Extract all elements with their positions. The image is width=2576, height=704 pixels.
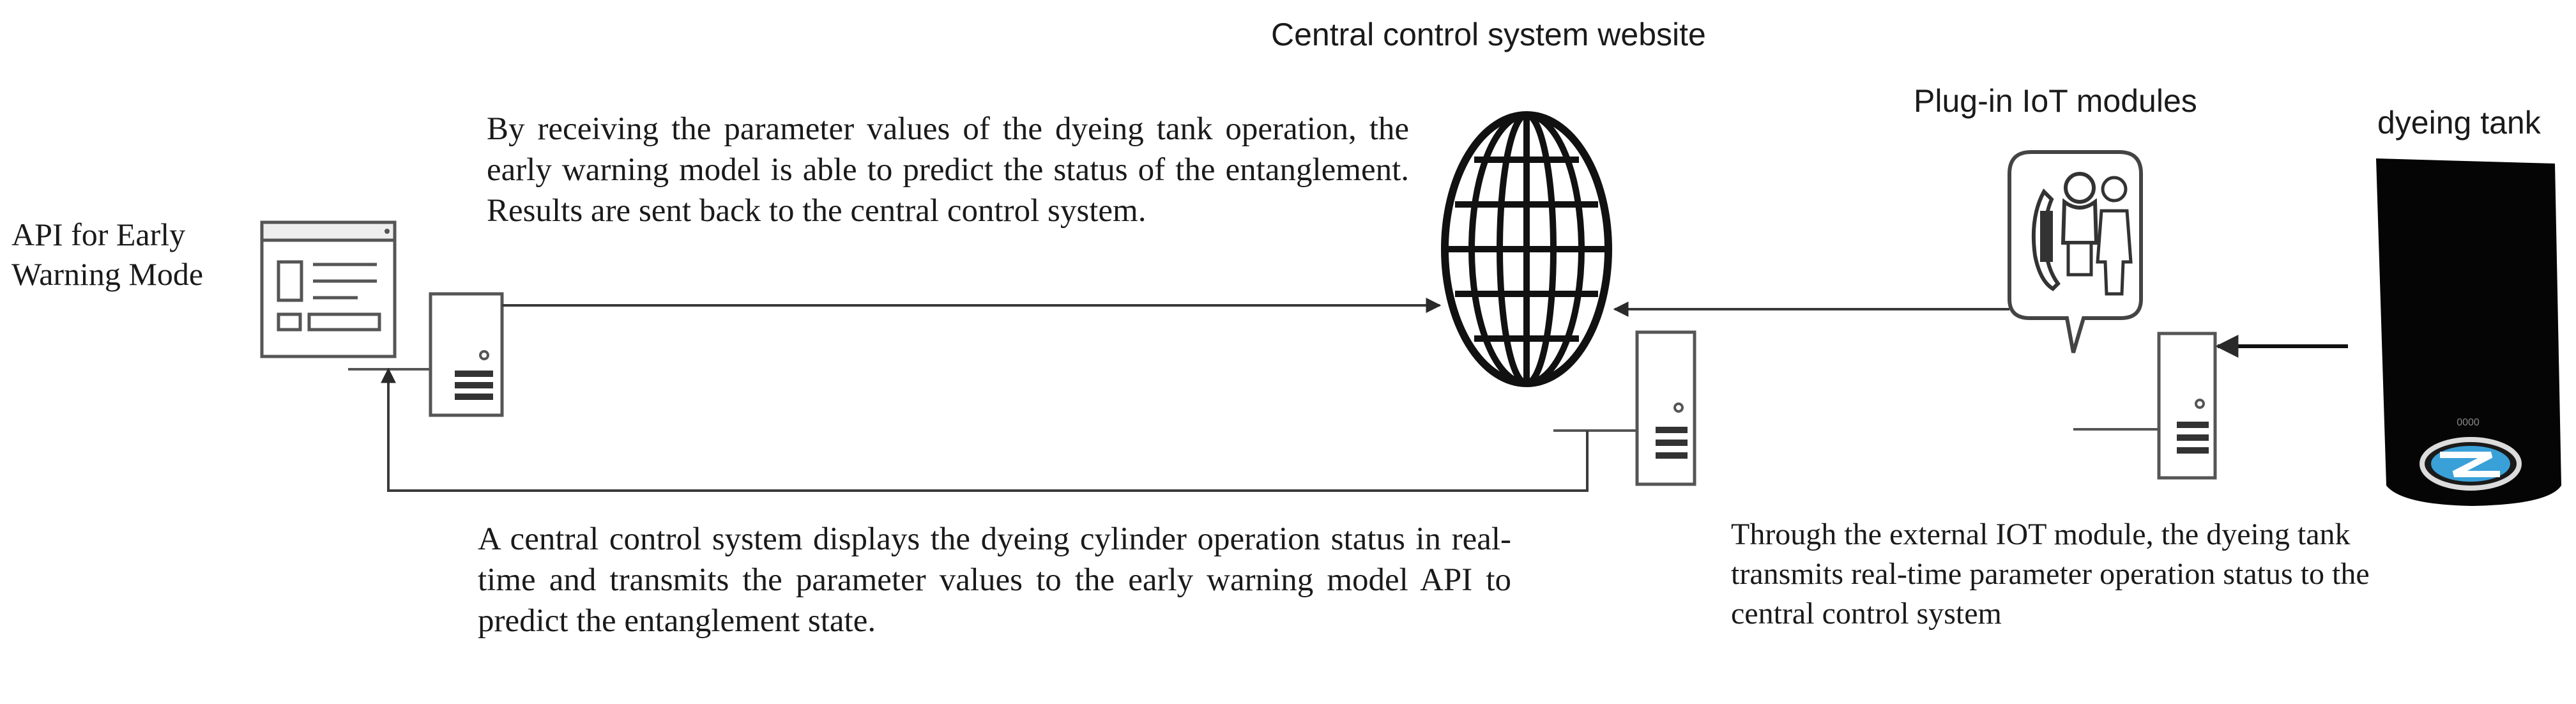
- iot-module-icon: [2008, 150, 2143, 353]
- tank-title: dyeing tank: [2377, 105, 2541, 141]
- dyeing-tank-icon: 0000: [2376, 158, 2561, 506]
- arrow-central-to-api: [381, 367, 1589, 492]
- api-window-icon: [260, 220, 397, 358]
- globe-icon: [1441, 111, 1612, 387]
- central-title: Central control system website: [1271, 17, 1706, 52]
- iot-note: Through the external IOT module, the dye…: [1731, 517, 2370, 631]
- tank-server-icon: [2073, 332, 2217, 480]
- central-note: A central control system displays the dy…: [478, 521, 1511, 639]
- model-note: By receiving the parameter values of the…: [487, 111, 1409, 229]
- tank-display: 0000: [2457, 417, 2480, 428]
- api-title: API for Early Warning Mode: [11, 217, 204, 292]
- iot-title: Plug-in IoT modules: [1914, 83, 2197, 119]
- central-server-icon: [1553, 330, 1696, 486]
